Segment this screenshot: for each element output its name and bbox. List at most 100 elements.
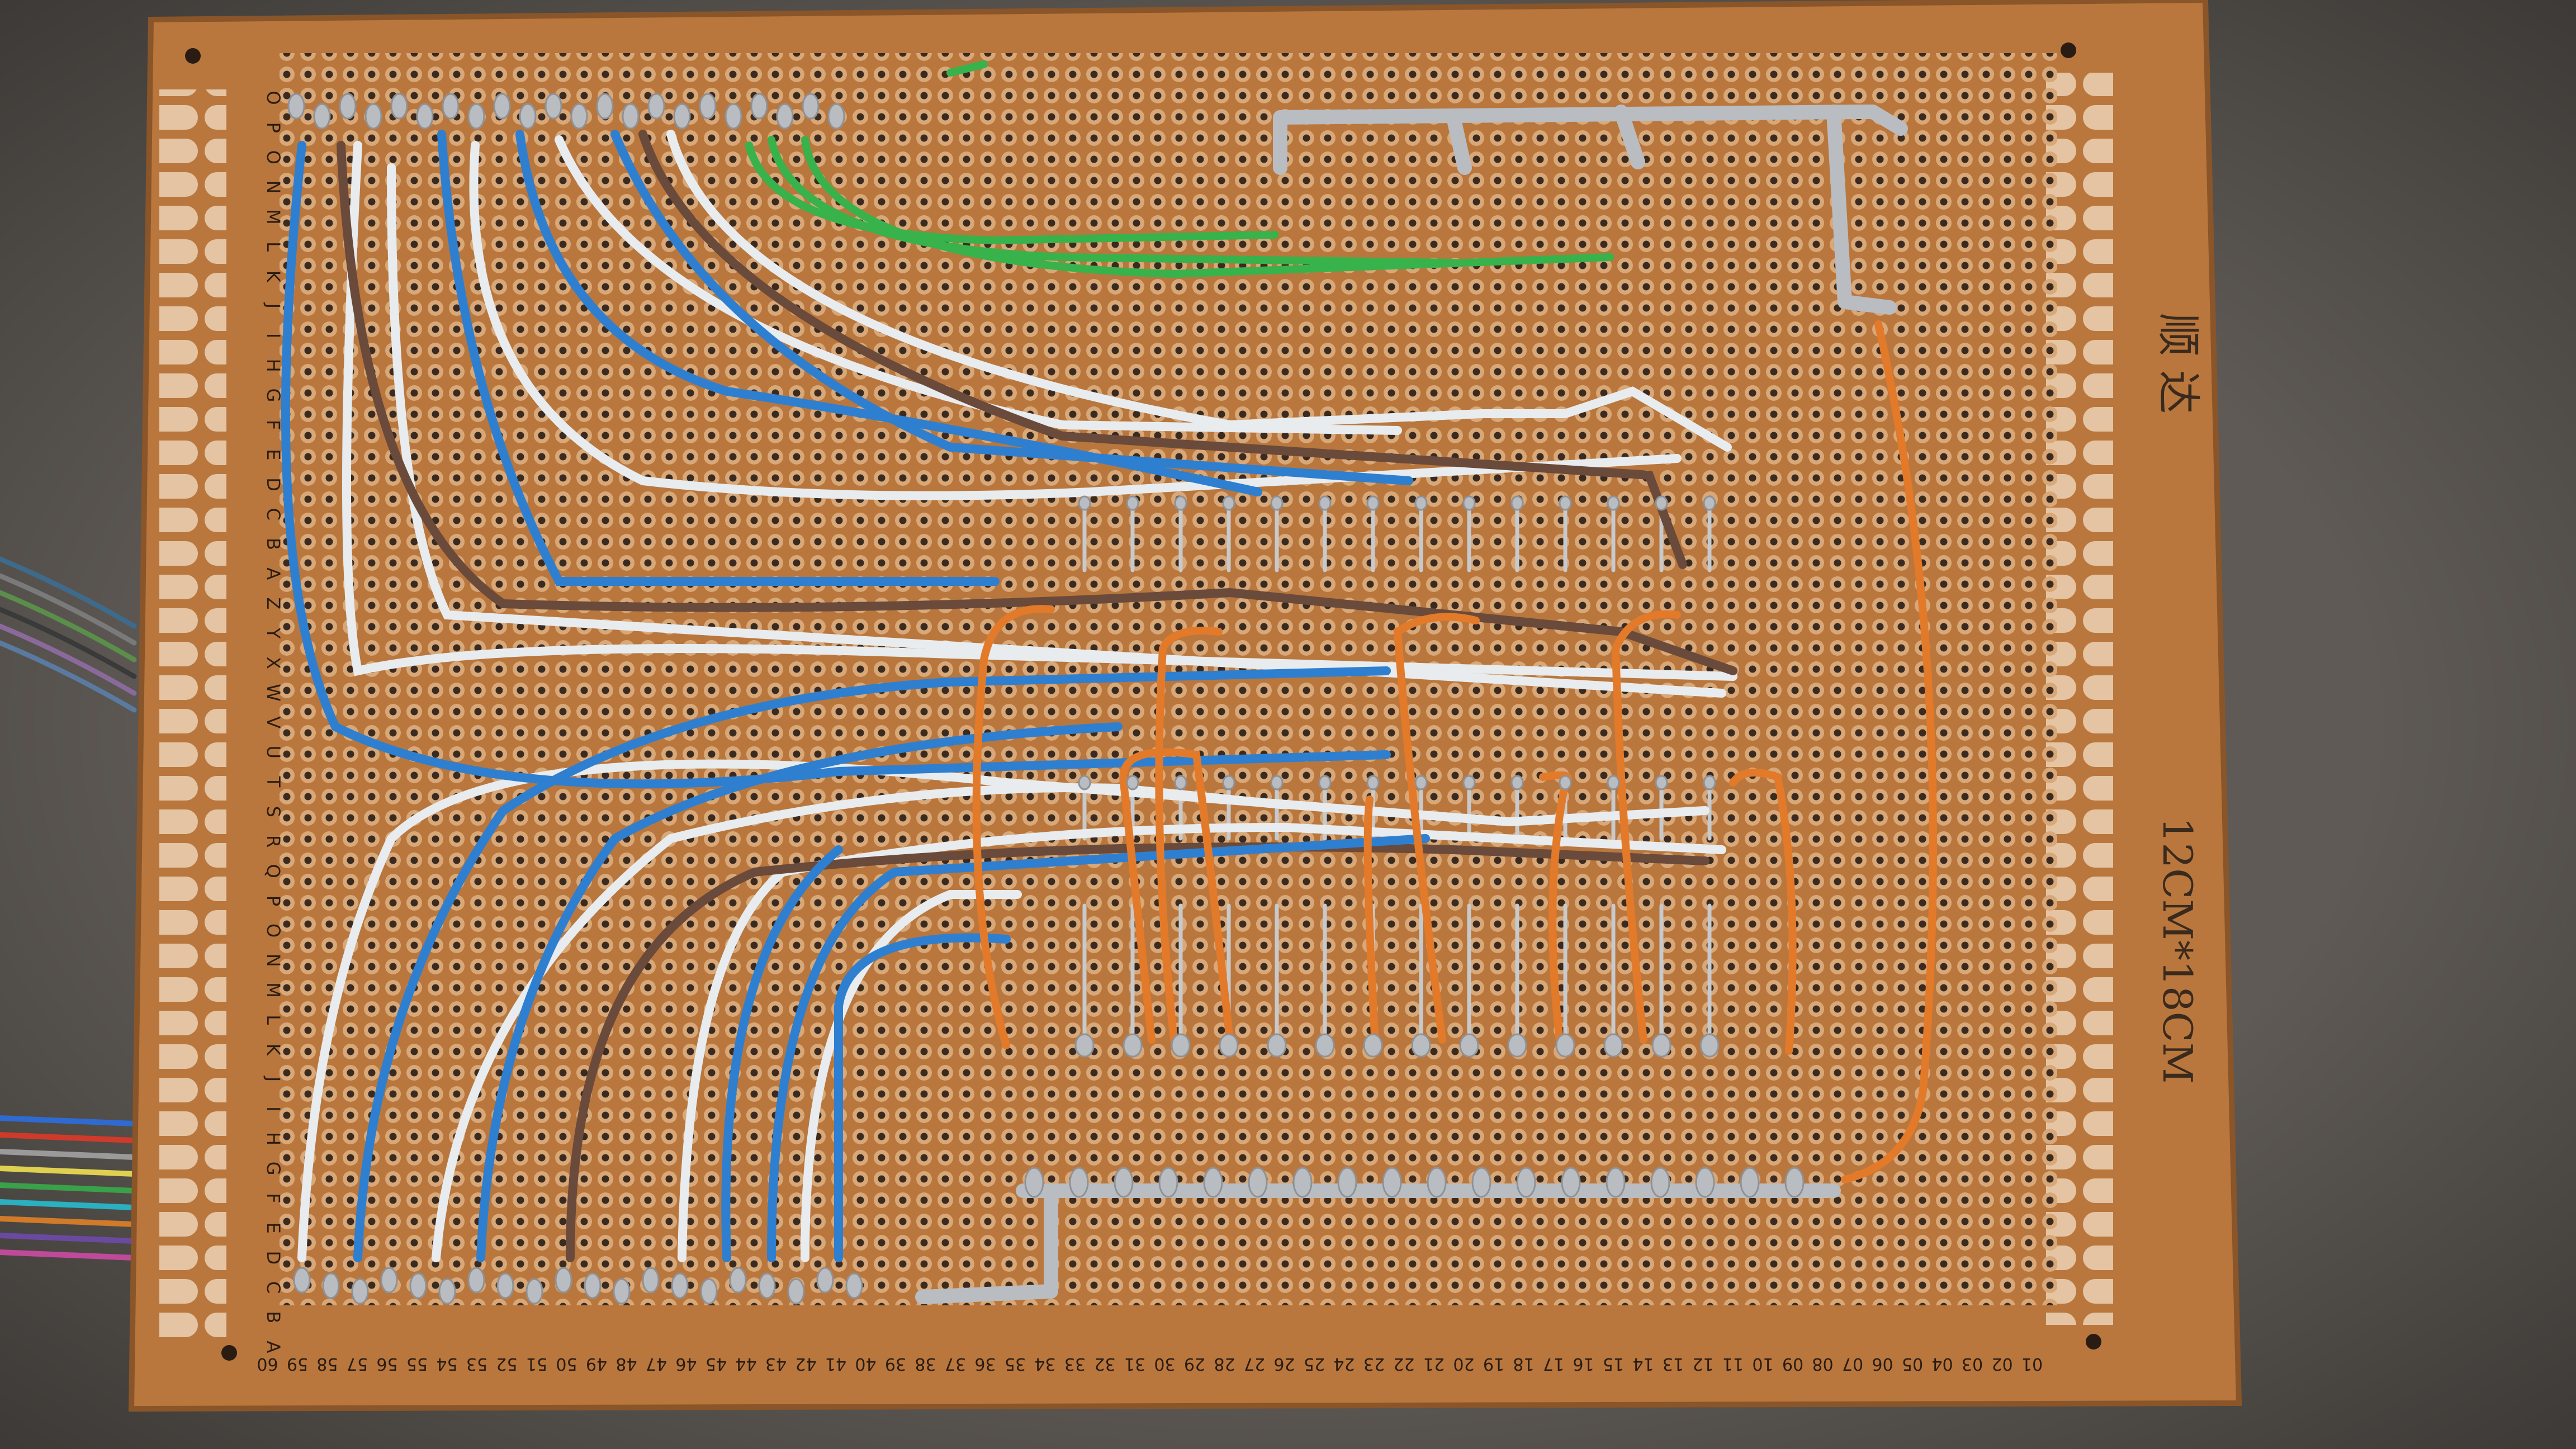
row-letter: C [263, 508, 284, 520]
column-number: 59 [287, 1354, 308, 1374]
column-number: 52 [496, 1354, 517, 1374]
solder-blob [1561, 1167, 1581, 1198]
mount-hole-br [2086, 1334, 2101, 1349]
row-letter: M [263, 982, 284, 998]
row-letter: H [263, 359, 284, 372]
solder-blob [1699, 1033, 1720, 1058]
solder-blob [671, 1272, 689, 1299]
column-number: 03 [1962, 1354, 1983, 1374]
row-letter: V [263, 716, 284, 728]
column-number: 02 [1991, 1354, 2012, 1374]
column-number: 13 [1663, 1354, 1684, 1374]
column-number: 17 [1543, 1354, 1564, 1374]
row-letter: M [263, 209, 284, 225]
solder-blob [467, 103, 485, 130]
row-letter: W [263, 684, 284, 702]
solder-blob [1203, 1167, 1223, 1198]
solder-blob [438, 1278, 456, 1305]
solder-blob [1337, 1167, 1357, 1198]
column-number: 12 [1692, 1354, 1713, 1374]
solder-blob [1114, 1167, 1134, 1198]
solder-blob [1603, 1033, 1623, 1058]
column-number: 57 [347, 1354, 368, 1374]
solder-blob [1655, 495, 1668, 511]
solder-blob [1411, 1033, 1431, 1058]
solder-blob [699, 93, 717, 120]
solder-blob [1516, 1167, 1536, 1198]
row-letter: B [263, 538, 284, 550]
row-letter: D [263, 477, 284, 491]
solder-blob [544, 93, 562, 120]
solder-blob [758, 1272, 776, 1299]
row-letter-labels: OPONMLKJIHGFEDCBAZYXWVUTSRQPONMLKJIHGFED… [263, 91, 284, 1353]
row-letter: B [263, 1311, 284, 1323]
solder-blob [519, 103, 537, 130]
column-number: 01 [2021, 1354, 2043, 1374]
column-number: 20 [1453, 1354, 1474, 1374]
row-letter: P [263, 122, 284, 133]
board-edge-shade [128, 0, 2242, 1412]
mount-hole-tl [185, 48, 201, 64]
row-letter: I [263, 1106, 284, 1111]
solder-blob [724, 103, 742, 130]
solder-blob [816, 1267, 834, 1294]
solder-blob [1703, 495, 1716, 511]
column-number: 07 [1842, 1354, 1863, 1374]
column-number: 35 [1005, 1354, 1026, 1374]
solder-blob [1507, 1033, 1527, 1058]
row-letter: J [263, 302, 284, 309]
solder-blob [525, 1278, 543, 1305]
column-number: 18 [1513, 1354, 1534, 1374]
solder-blob [1248, 1167, 1268, 1198]
solder-blob [673, 103, 691, 130]
row-letter: N [263, 954, 284, 967]
solder-blob [1784, 1167, 1805, 1198]
solder-blob [1158, 1167, 1178, 1198]
solder-joints [287, 93, 1805, 1305]
solder-blob [351, 1278, 369, 1305]
column-number: 26 [1273, 1354, 1295, 1374]
column-number: 06 [1872, 1354, 1893, 1374]
row-letter: N [263, 181, 284, 194]
column-number: 29 [1184, 1354, 1205, 1374]
solder-blob [1559, 775, 1572, 790]
solder-blob [776, 103, 794, 130]
solder-blob [647, 93, 665, 120]
column-number: 50 [556, 1354, 577, 1374]
solder-blob [496, 1272, 514, 1299]
solder-blob [1074, 1033, 1095, 1058]
solder-blob [364, 103, 382, 130]
column-number: 60 [257, 1354, 278, 1374]
solder-blob [313, 103, 331, 130]
row-letter: Y [263, 627, 284, 639]
solder-blob [1366, 495, 1380, 511]
row-letter: X [263, 657, 284, 669]
row-letter: I [263, 333, 284, 338]
column-number: 28 [1214, 1354, 1235, 1374]
row-letter: G [263, 1162, 284, 1176]
column-number: 10 [1752, 1354, 1773, 1374]
row-letter: E [263, 449, 284, 460]
column-number: 37 [945, 1354, 966, 1374]
top-solder-bus [1273, 105, 1908, 175]
column-number: 33 [1064, 1354, 1086, 1374]
solder-blob [1270, 495, 1284, 511]
solder-blob [1219, 1033, 1239, 1058]
solder-blob [293, 1267, 311, 1294]
solder-blob [1123, 1033, 1143, 1058]
row-letter: T [263, 776, 284, 788]
row-letter: G [263, 389, 284, 402]
solder-blob [390, 93, 408, 120]
solder-blob [416, 103, 434, 130]
column-number: 41 [825, 1354, 846, 1374]
solder-blob [1171, 1033, 1191, 1058]
solder-blob [750, 93, 768, 120]
row-letter: A [263, 567, 284, 580]
column-number: 08 [1812, 1354, 1833, 1374]
solder-blob [322, 1272, 340, 1299]
row-letter: F [263, 1193, 284, 1203]
solder-blob [339, 93, 357, 120]
solder-blob [1315, 1033, 1335, 1058]
solder-blob [1267, 1033, 1287, 1058]
solder-blob [1174, 775, 1187, 790]
